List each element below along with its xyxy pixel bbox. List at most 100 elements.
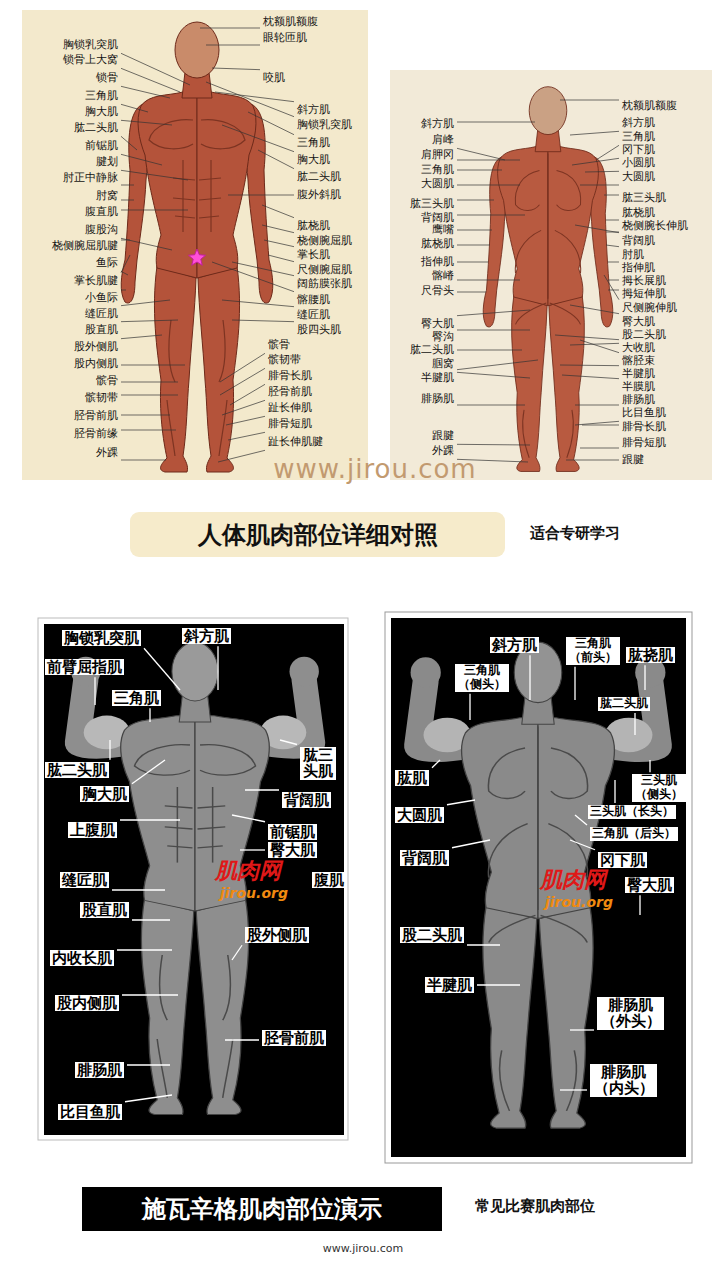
- muscle-label: 大收肌: [622, 342, 655, 355]
- photo-label: 臀大肌: [625, 877, 674, 894]
- leader-line: [132, 760, 165, 784]
- leader-line: [112, 889, 165, 890]
- muscle-line: [182, 160, 183, 232]
- muscle-line: [537, 726, 539, 910]
- leader-line: [206, 82, 294, 117]
- muscle-label: 小鱼际: [85, 292, 118, 305]
- muscle-label: 肘正中静脉: [63, 172, 118, 185]
- leader-line: [580, 340, 619, 353]
- leader-line: [604, 275, 619, 300]
- muscle-label: 股直肌: [85, 324, 118, 337]
- muscle-label: 三角肌: [421, 164, 454, 177]
- leader-line: [245, 789, 279, 790]
- photo-label: 腓肠肌（外头）: [597, 997, 664, 1030]
- muscle-label: 大圆肌: [421, 178, 454, 191]
- muscle-line: [157, 1039, 167, 1098]
- muscle-label: 半腱肌: [421, 372, 454, 385]
- leader-line: [222, 300, 294, 307]
- muscle-line: [177, 787, 179, 863]
- leader-line: [467, 944, 500, 945]
- leader-line: [121, 255, 130, 273]
- muscle-label: 腹外斜肌: [297, 189, 341, 202]
- muscle-label: 锁骨: [96, 72, 118, 85]
- leader-line: [457, 262, 488, 263]
- muscle-label: 背阔肌: [421, 212, 454, 225]
- leader-line: [121, 120, 172, 125]
- muscle-line: [149, 120, 193, 149]
- muscle-label: 斜方肌: [622, 117, 655, 130]
- leader-line: [132, 919, 170, 920]
- muscle-label: 拇短伸肌: [622, 288, 666, 301]
- leader-line: [121, 271, 128, 275]
- leader-line: [125, 1095, 172, 1102]
- head: [175, 22, 219, 78]
- muscle-line: [523, 410, 530, 458]
- leader-line: [268, 255, 294, 262]
- photo-label: 大圆肌: [395, 807, 444, 824]
- leg: [198, 266, 240, 472]
- photo-label: 上腹肌: [68, 822, 117, 839]
- muscle-label: 胫骨前肌: [74, 410, 118, 423]
- leader-line: [457, 405, 525, 406]
- leader-line: [121, 395, 178, 396]
- muscle-label: 髌骨: [96, 375, 118, 388]
- muscle-line: [547, 153, 548, 298]
- title-box: 施瓦辛格肌肉部位演示: [82, 1187, 442, 1231]
- watermark: jirou.org: [545, 894, 613, 910]
- leader-line: [121, 430, 176, 431]
- leader-line: [529, 655, 530, 700]
- muscle-line: [555, 230, 581, 273]
- leader-line: [555, 335, 619, 340]
- photo-label: 冈下肌: [598, 852, 647, 869]
- photo-label: 缝匠肌: [60, 872, 109, 889]
- leader-line: [457, 245, 490, 246]
- leader-line: [574, 667, 575, 700]
- figure-half: [121, 92, 197, 472]
- leader-line: [457, 122, 535, 123]
- muscle-line: [488, 748, 525, 799]
- photo-frame: [38, 618, 348, 1140]
- leader-line: [457, 330, 530, 331]
- muscle-line: [557, 171, 581, 211]
- watermark: www.jirou.com: [323, 1243, 404, 1256]
- leader-line: [206, 45, 260, 46]
- photo-ground: [391, 618, 686, 1157]
- muscle-label: 斜方肌: [421, 118, 454, 131]
- leader-line: [121, 382, 178, 383]
- leader-line: [575, 405, 619, 406]
- muscle-label: 半膜肌: [622, 381, 655, 394]
- muscle-label: 缝匠肌: [85, 308, 118, 321]
- muscle-label: 腓骨短肌: [268, 418, 312, 431]
- muscle-line: [167, 846, 192, 848]
- muscle-line: [541, 915, 588, 942]
- photo-label: 股直肌: [80, 902, 129, 919]
- photo-label: 半腱肌: [425, 977, 474, 994]
- leader-line: [432, 760, 440, 768]
- torso: [197, 92, 256, 278]
- leader-line: [608, 262, 619, 263]
- leader-line: [232, 320, 294, 322]
- photo-label: 三头肌（长头）: [588, 805, 676, 819]
- leader-line: [121, 86, 170, 98]
- leader-line: [572, 158, 619, 165]
- muscle-label: 枕额肌额腹: [622, 100, 677, 113]
- leader-line: [212, 68, 260, 70]
- muscle-line: [516, 303, 547, 324]
- leader-line: [232, 815, 265, 822]
- leader-line: [248, 112, 294, 135]
- leader-line: [566, 460, 619, 461]
- leader-line: [570, 131, 619, 135]
- leader-line: [457, 200, 494, 201]
- muscle-label: 胸大肌: [85, 106, 118, 119]
- leader-line: [220, 353, 265, 382]
- leader-line: [121, 170, 188, 180]
- photo-label: 胫骨前肌: [262, 1030, 326, 1047]
- leader-line: [604, 195, 619, 196]
- photo-label: 胸锁乳突肌: [62, 630, 141, 647]
- muscle-line: [551, 748, 588, 799]
- photo-label: 三角肌: [112, 690, 161, 707]
- watermark: 肌肉网: [540, 867, 606, 892]
- muscle-line: [198, 806, 226, 808]
- muscle-line: [198, 846, 223, 848]
- muscle-label: 肩胛冈: [421, 149, 454, 162]
